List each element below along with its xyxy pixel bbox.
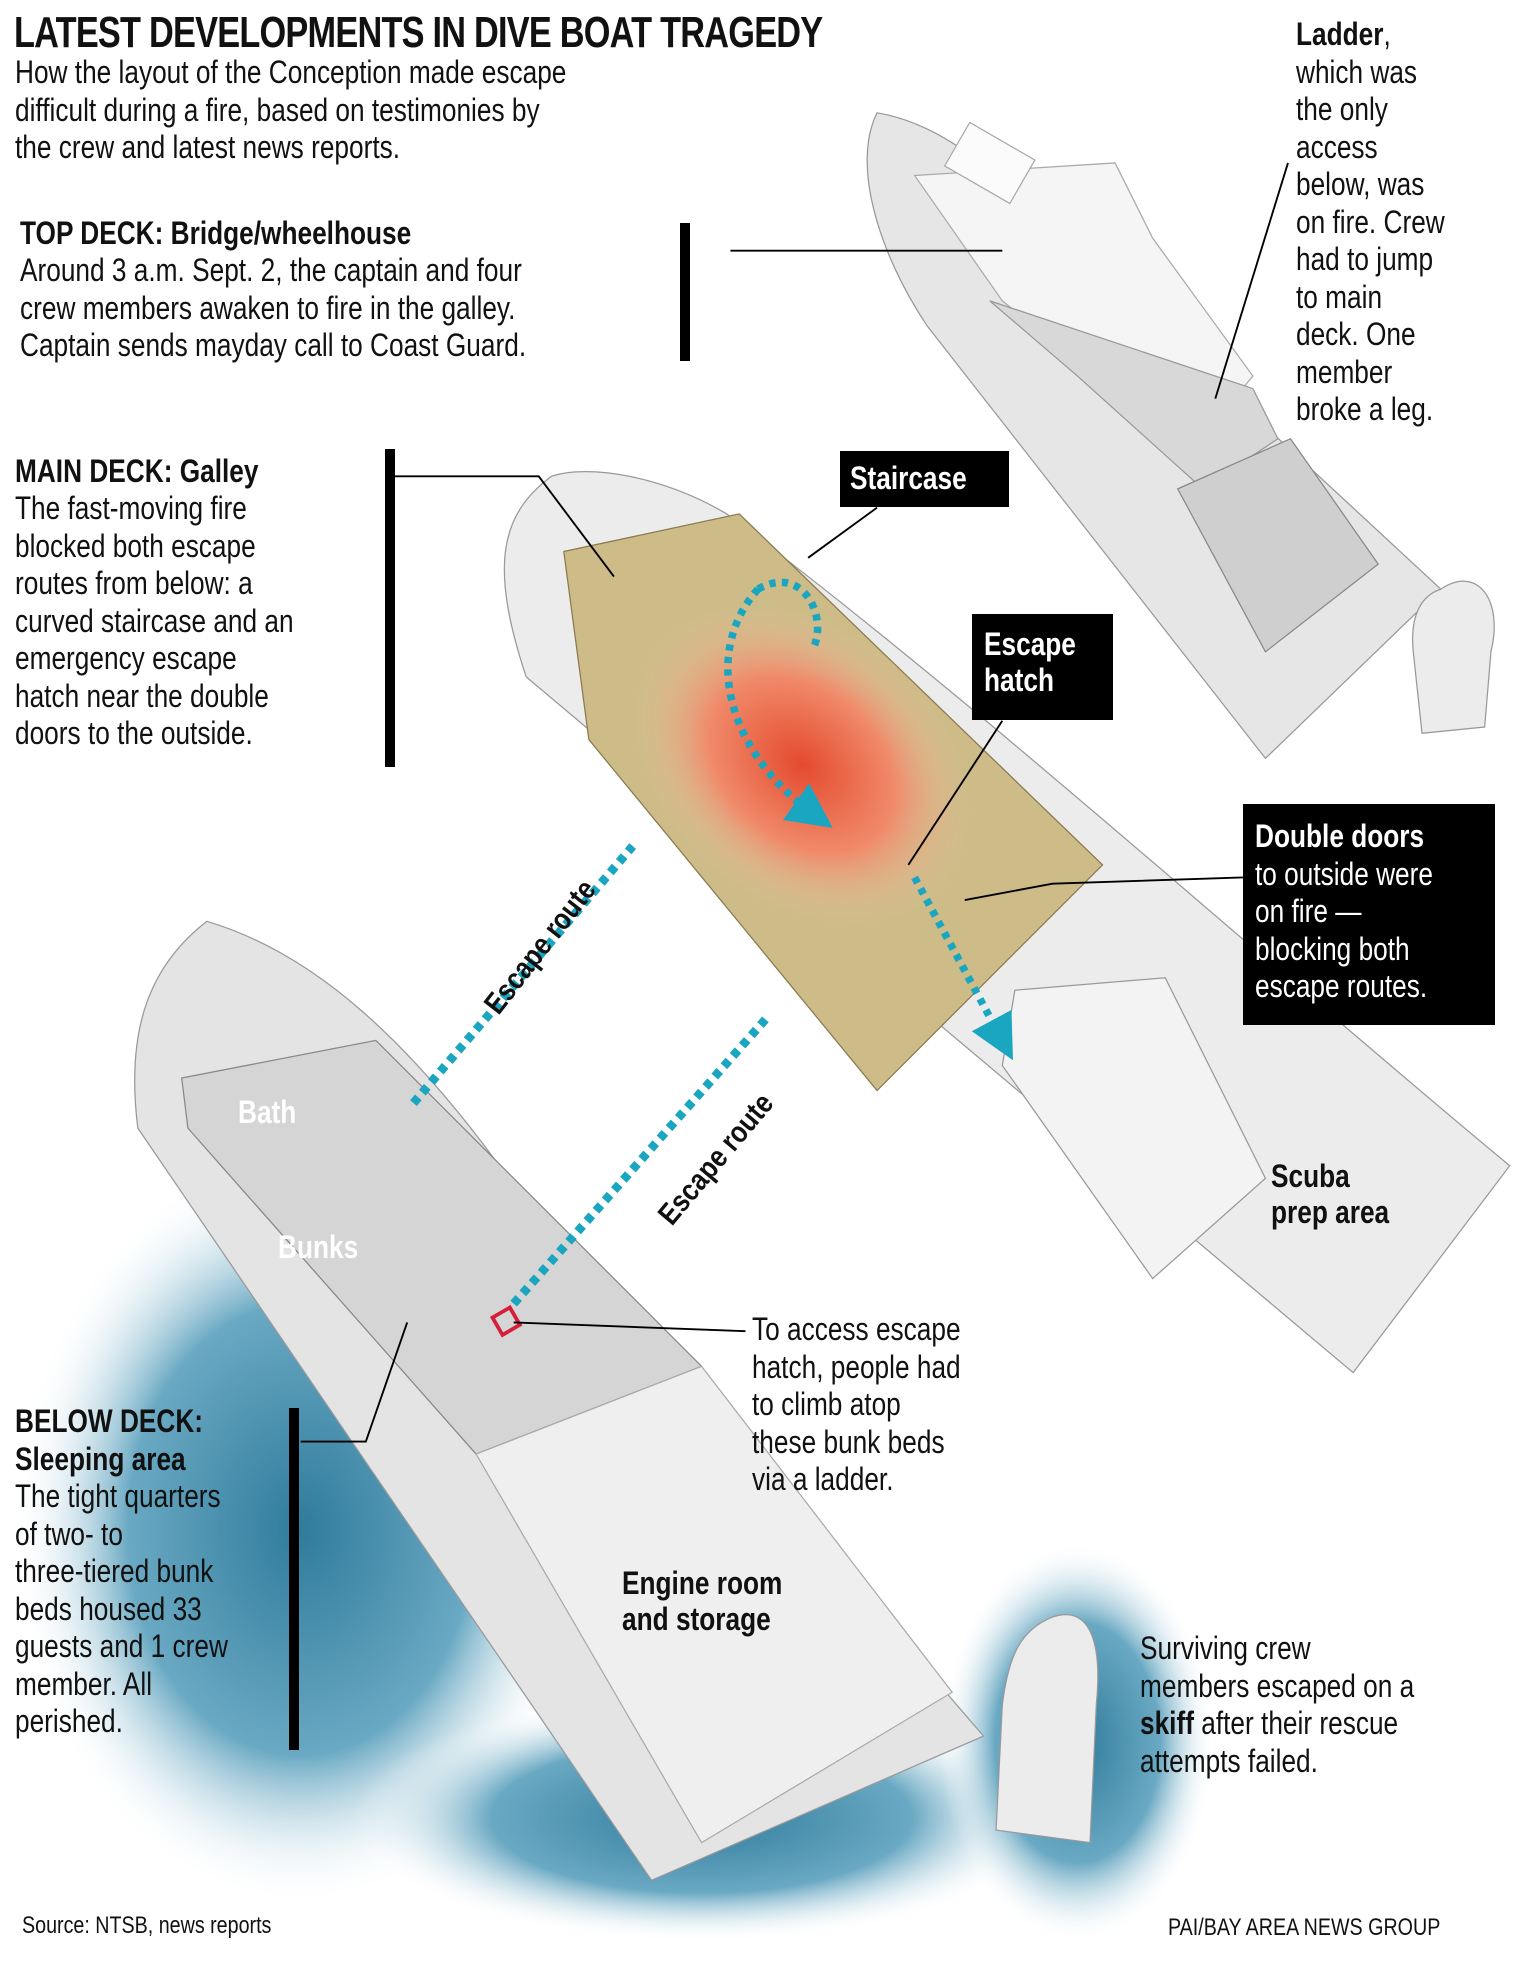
ladder-line: deck. One — [1296, 316, 1416, 352]
skiff-note-line: after their rescue — [1193, 1705, 1399, 1741]
hatch-note-line: hatch, people had — [752, 1348, 961, 1385]
skiff-note-line: attempts failed. — [1140, 1742, 1318, 1779]
main-deck-bar — [385, 449, 395, 767]
staircase-text: Staircase — [850, 460, 967, 496]
double-doors-text: Double doors to outside were on fire — b… — [1255, 818, 1433, 1006]
skiff-bold: skiff — [1140, 1705, 1194, 1741]
graphic-credit: PAI/BAY AREA NEWS GROUP — [1168, 1914, 1441, 1941]
skiff-bottom — [995, 1614, 1099, 1844]
below-deck-bar — [289, 1408, 299, 1750]
skiff-note: Surviving crew members escaped on a skif… — [1140, 1630, 1414, 1780]
hatch-note-line: to climb atop — [752, 1386, 901, 1422]
main-deck-line: routes from below: a — [15, 565, 253, 601]
top-deck-annotation: TOP DECK: Bridge/wheelhouse Around 3 a.m… — [20, 214, 526, 365]
hatch-note-line: via a ladder. — [752, 1461, 894, 1497]
main-deck-annotation: MAIN DECK: Galley The fast-moving fire b… — [15, 452, 294, 753]
ladder-line: to main — [1296, 278, 1383, 315]
leader-lines — [300, 162, 1289, 1443]
subtitle: How the layout of the Conception made es… — [15, 54, 566, 167]
escape-hatch-line: Escape — [984, 626, 1076, 662]
main-deck-line: hatch near the double — [15, 677, 269, 714]
staircase-label: Staircase — [840, 451, 1009, 507]
hatch-note: To access escape hatch, people had to cl… — [752, 1311, 961, 1499]
ladder-heading: Ladder — [1296, 16, 1384, 52]
ladder-line: the only — [1296, 91, 1388, 127]
below-deck-heading: BELOW DECK: — [15, 1403, 204, 1439]
main-deck-line: blocked both escape — [15, 527, 256, 564]
top-deck-heading: TOP DECK: Bridge/wheelhouse — [20, 215, 412, 251]
scuba-line: prep area — [1271, 1194, 1390, 1230]
top-deck-line: Captain sends mayday call to Coast Guard… — [20, 327, 527, 363]
ladder-annotation: Ladder, which was the only access below,… — [1296, 16, 1445, 429]
main-deck-line: The fast-moving fire — [15, 490, 247, 526]
below-deck-boat — [134, 920, 985, 1882]
double-doors-line: on fire — — [1255, 893, 1362, 929]
scuba-line: Scuba — [1271, 1158, 1350, 1194]
double-doors-label: Double doors to outside were on fire — b… — [1243, 804, 1495, 1025]
below-deck-line: beds housed 33 — [15, 1590, 202, 1627]
below-deck-line: perished. — [15, 1703, 123, 1739]
top-deck-boat — [866, 112, 1442, 760]
skiff-top — [1411, 580, 1495, 734]
double-doors-line: to outside were — [1255, 855, 1433, 892]
top-deck-bar — [680, 223, 690, 361]
engine-line: and storage — [622, 1601, 771, 1637]
source-credit: Source: NTSB, news reports — [22, 1912, 272, 1939]
hatch-note-line: To access escape — [752, 1311, 961, 1347]
below-deck-line: The tight quarters — [15, 1478, 221, 1514]
ladder-line: below, was — [1296, 166, 1425, 202]
ladder-line: on fire. Crew — [1296, 203, 1445, 240]
main-deck-line: doors to the outside. — [15, 715, 253, 751]
scuba-prep-label: Scuba prep area — [1271, 1158, 1389, 1230]
below-deck-line: of two- to — [15, 1515, 123, 1552]
main-deck-line: curved staircase and an — [15, 602, 294, 639]
ladder-line: access — [1296, 128, 1378, 165]
hatch-note-line: these bunk beds — [752, 1423, 945, 1460]
ladder-comma: , — [1383, 16, 1391, 52]
ladder-line: had to jump — [1296, 241, 1434, 277]
escape-hatch-line: hatch — [984, 662, 1054, 698]
ladder-line: member — [1296, 353, 1393, 390]
top-deck-line: crew members awaken to fire in the galle… — [20, 289, 516, 326]
top-deck-line: Around 3 a.m. Sept. 2, the captain and f… — [20, 252, 522, 288]
below-deck-annotation: BELOW DECK: Sleeping area The tight quar… — [15, 1402, 228, 1741]
subtitle-line: the crew and latest news reports. — [15, 129, 401, 165]
main-deck-heading: MAIN DECK: Galley — [15, 453, 259, 489]
skiff-note-line: members escaped on a — [1140, 1667, 1415, 1704]
subtitle-line: How the layout of the Conception made es… — [15, 54, 567, 90]
bath-label: Bath — [238, 1094, 297, 1130]
double-doors-heading: Double doors — [1255, 818, 1425, 854]
engine-line: Engine room — [622, 1565, 783, 1601]
double-doors-line: escape routes. — [1255, 968, 1428, 1004]
below-deck-line: three-tiered bunk — [15, 1553, 214, 1589]
ladder-line: which was — [1296, 53, 1418, 90]
page-title: LATEST DEVELOPMENTS IN DIVE BOAT TRAGEDY — [14, 8, 823, 57]
escape-route-lower — [510, 1014, 771, 1307]
below-deck-line: guests and 1 crew — [15, 1628, 228, 1664]
escape-hatch-text: Escape hatch — [984, 626, 1076, 698]
double-doors-line: blocking both — [1255, 930, 1410, 967]
below-deck-heading: Sleeping area — [15, 1441, 186, 1477]
main-deck-line: emergency escape — [15, 640, 237, 676]
below-deck-line: member. All — [15, 1665, 153, 1702]
ladder-line: broke a leg. — [1296, 391, 1434, 427]
escape-route-upper — [410, 843, 637, 1106]
engine-room-label: Engine room and storage — [622, 1565, 782, 1637]
main-deck-boat — [503, 471, 1511, 1374]
bunks-label: Bunks — [278, 1229, 359, 1265]
escape-hatch-label: Escape hatch — [972, 614, 1113, 720]
skiff-note-line: Surviving crew — [1140, 1630, 1311, 1666]
subtitle-line: difficult during a fire, based on testim… — [15, 91, 540, 128]
